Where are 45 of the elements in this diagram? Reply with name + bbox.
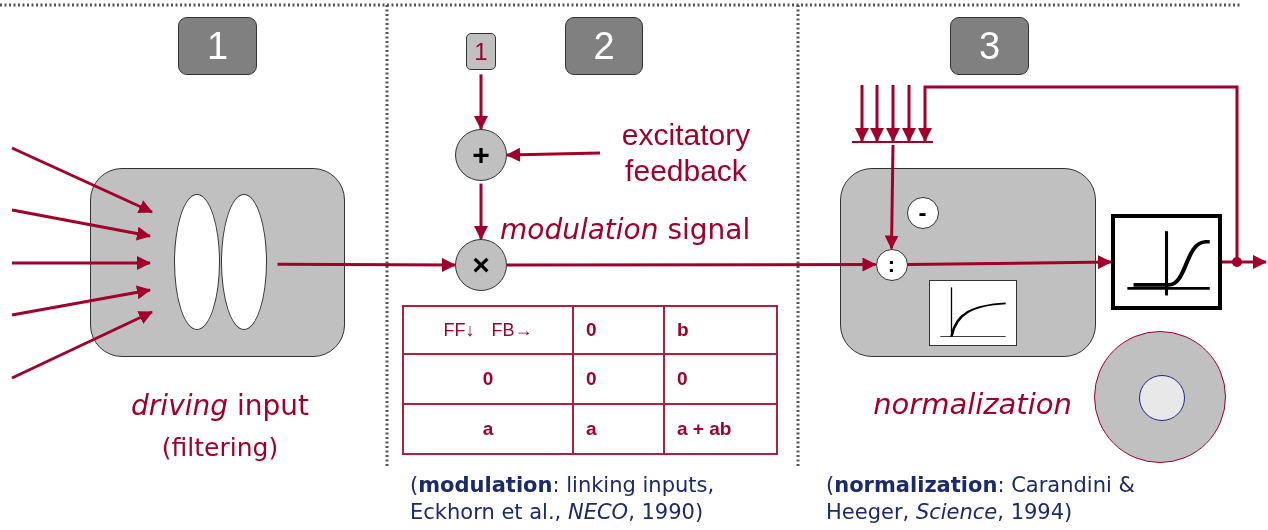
table-header-cell: b	[665, 305, 778, 355]
reference-text: (modulation: linking inputs, Eckhorn et al., NECO, 1990)	[410, 472, 716, 527]
arrow	[907, 255, 1112, 270]
table-cell: a	[402, 405, 574, 455]
table-cell: 0	[665, 355, 778, 405]
multiply-operator-circle: ×	[455, 239, 507, 291]
arrow	[11, 285, 151, 317]
constant-box: 1	[466, 33, 496, 70]
caption: driving input	[130, 388, 310, 424]
table-cell: a	[574, 405, 665, 455]
reference-text: (normalization: Carandini & Heeger, Science, 1994)	[826, 472, 1136, 527]
arrow	[902, 85, 916, 142]
caption: normalization	[872, 386, 1073, 423]
arrow	[474, 183, 488, 240]
arrow	[11, 146, 153, 214]
sum-operator-circle: +	[455, 129, 507, 181]
arrow	[884, 144, 899, 250]
arrow	[12, 256, 151, 270]
arrow	[11, 310, 153, 380]
arrow	[886, 85, 900, 142]
step-number-badge: 1	[178, 17, 257, 75]
table-header-cell: FF↓ FB→	[402, 305, 574, 355]
arrow	[11, 208, 151, 241]
arrow	[1222, 255, 1267, 269]
arrow	[474, 74, 488, 130]
table-cell: 0	[574, 355, 665, 405]
arrow	[506, 147, 601, 162]
table-cell: 0	[402, 355, 574, 405]
divide-operator-circle: :	[875, 248, 908, 281]
sigmoid-function-graph	[1111, 214, 1222, 310]
subtract-operator-circle: -	[906, 196, 939, 229]
table-header-cell: 0	[574, 305, 665, 355]
arrow	[507, 257, 877, 272]
feedback-input-text: excitatory feedback	[600, 113, 772, 193]
arrow	[855, 85, 869, 142]
arrow	[277, 257, 456, 272]
step-number-badge: 2	[565, 17, 643, 75]
saturation-curve-graph	[928, 279, 1017, 346]
table-cell: a + ab	[665, 405, 778, 455]
step-number-badge: 3	[950, 17, 1029, 75]
filter-unit-box	[90, 168, 345, 357]
arrow	[870, 85, 884, 142]
caption: (filtering)	[160, 432, 280, 464]
input-pool-bar	[852, 141, 933, 145]
normalization-unit-box	[840, 168, 1096, 357]
